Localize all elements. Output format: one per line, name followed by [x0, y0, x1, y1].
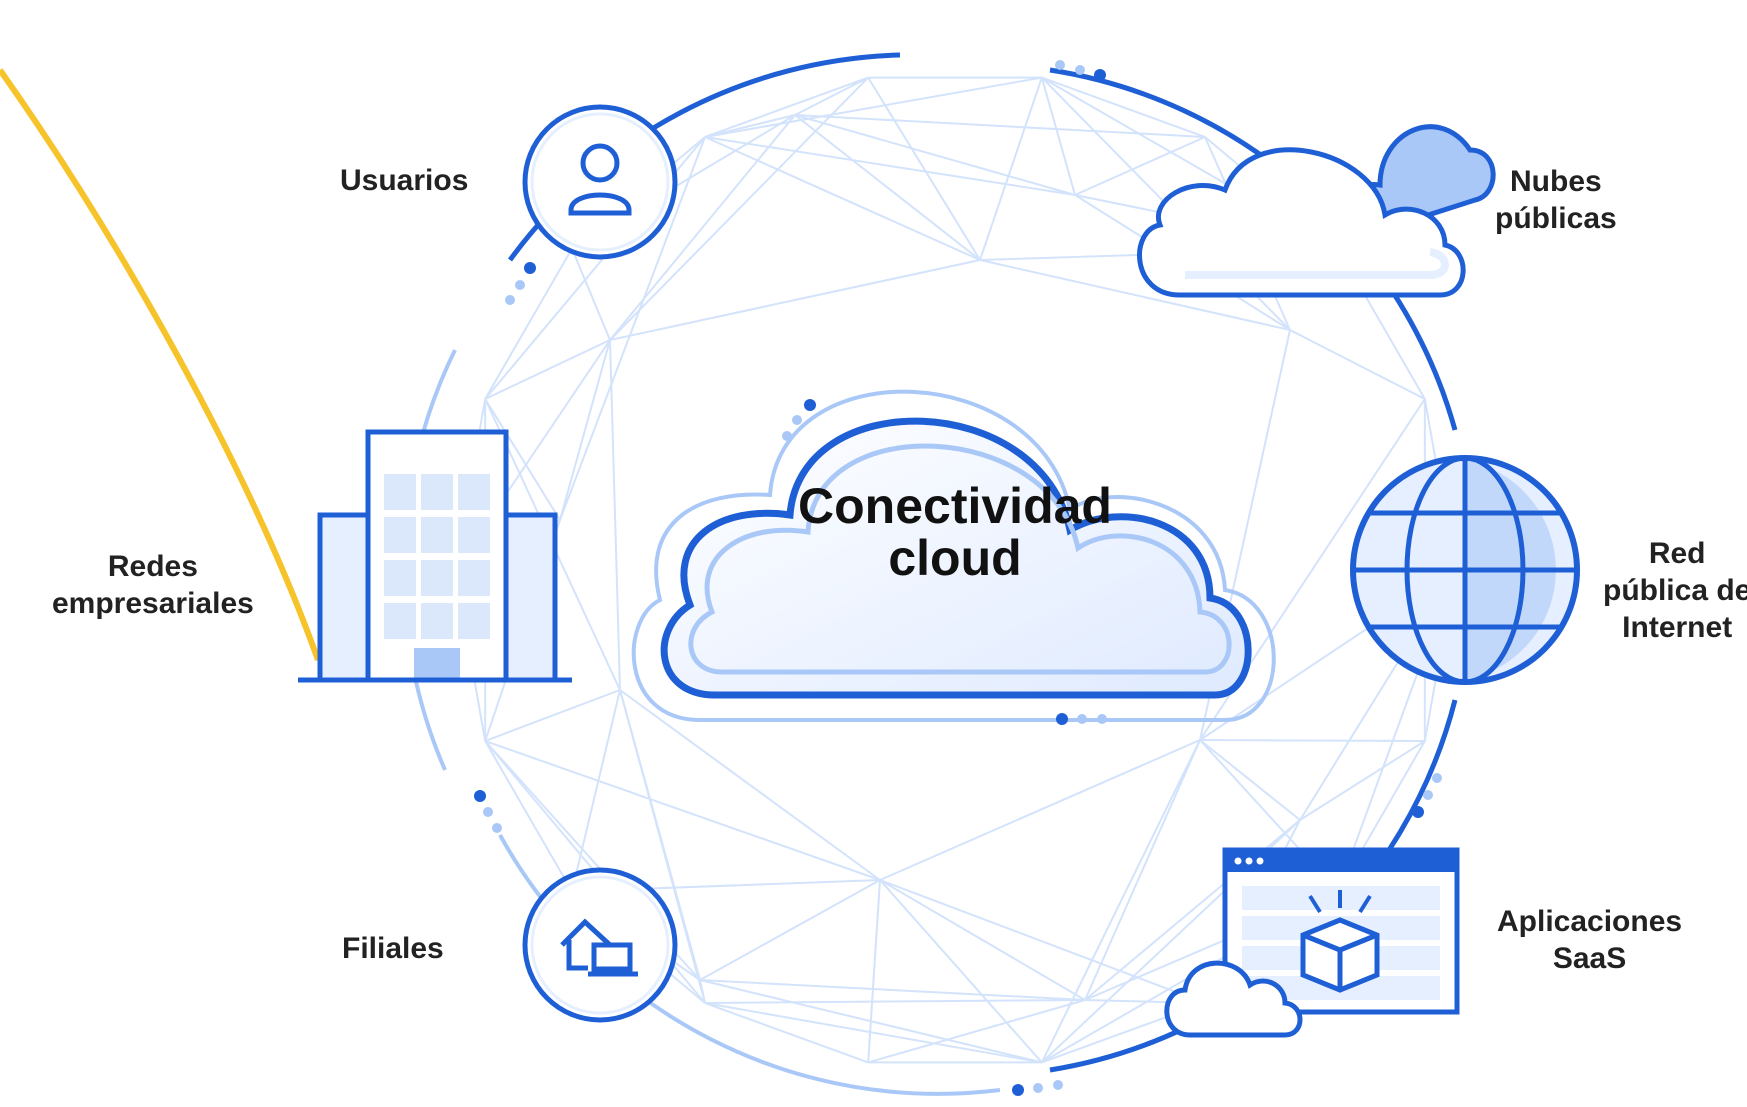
user-icon: [522, 104, 678, 260]
center-title: Conectividad cloud: [715, 480, 1195, 584]
label-saas-line2: SaaS: [1552, 942, 1627, 975]
label-internet-line3: Internet: [1622, 611, 1733, 644]
center-title-line1: Conectividad: [798, 478, 1112, 534]
label-public-clouds-line1: Nubes: [1510, 165, 1602, 198]
label-enterprise: Redes empresariales: [52, 548, 254, 622]
label-enterprise-line2: empresariales: [52, 587, 254, 620]
label-saas: Aplicaciones SaaS: [1497, 903, 1682, 977]
cloud-icon: [1137, 124, 1496, 298]
home-laptop-icon: [522, 867, 678, 1023]
label-public-clouds: Nubes públicas: [1495, 163, 1617, 237]
label-users: Usuarios: [340, 164, 469, 197]
center-title-line2: cloud: [888, 530, 1022, 586]
label-internet: Red pública de Internet: [1603, 535, 1747, 646]
label-internet-line2: pública de: [1603, 574, 1747, 607]
label-saas-line1: Aplicaciones: [1497, 905, 1683, 938]
app-window-icon: [1164, 847, 1460, 1038]
accent-curve: [0, 68, 321, 662]
label-internet-line1: Red: [1648, 537, 1706, 570]
building-icon: [298, 429, 572, 683]
label-public-clouds-line2: públicas: [1495, 202, 1617, 235]
ring-dots: [474, 60, 1442, 1096]
central-cloud: [631, 389, 1276, 725]
label-enterprise-line1: Redes: [107, 550, 198, 583]
globe-icon: [1350, 455, 1580, 685]
label-branches: Filiales: [342, 932, 444, 965]
